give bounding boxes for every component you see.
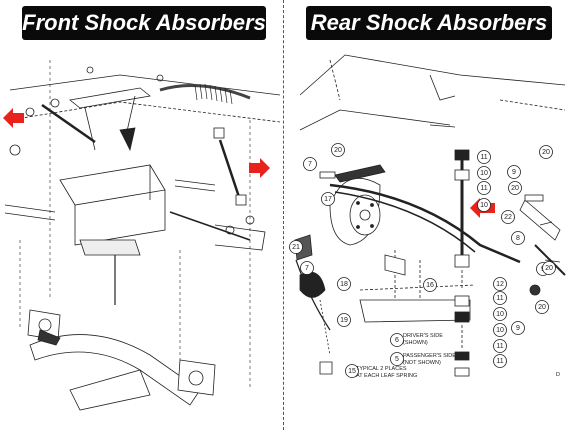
callout-16: 16: [423, 278, 437, 292]
drivers-side-note-sub: (SHOWN): [403, 340, 428, 346]
callout-label: 11: [480, 185, 487, 192]
callout-10: 10: [477, 198, 491, 212]
red-arrow-icon: [3, 108, 24, 128]
callout-21: 21: [289, 240, 303, 254]
callout-11: 11: [493, 339, 507, 353]
callout-15: 15: [345, 364, 359, 378]
callout-label: 11: [496, 343, 503, 350]
callout-label: 15: [348, 368, 356, 375]
callout-label: 11: [480, 154, 487, 161]
edge-label: D: [556, 372, 560, 378]
callout-label: 10: [496, 311, 504, 318]
callout-12: 12: [493, 277, 507, 291]
callout-label: 20: [545, 265, 553, 272]
callout-label: 19: [340, 317, 348, 324]
callout-5: 5: [390, 352, 404, 366]
callout-9: 9: [507, 165, 521, 179]
callout-label: 6: [395, 337, 399, 344]
panel-divider: [283, 0, 284, 430]
callout-6: 6: [390, 333, 404, 347]
callout-label: 11: [496, 358, 503, 365]
callout-label: 20: [334, 147, 342, 154]
callout-7: 7: [303, 157, 317, 171]
callout-label: 16: [426, 282, 434, 289]
callout-10: 10: [493, 307, 507, 321]
callout-10: 10: [477, 166, 491, 180]
callout-20: 20: [539, 145, 553, 159]
callout-10: 10: [493, 323, 507, 337]
callout-label: 11: [496, 295, 503, 302]
rear-callouts: 20 7 11 10 9 17 20 22 8 21 16 12 11 18 19 6 10 5 11 15 10 9 20…: [289, 143, 556, 378]
front-suspension-drawing: [4, 60, 281, 411]
callout-label: 5: [395, 356, 399, 363]
passengers-side-note-sub: (NOT SHOWN): [403, 360, 441, 366]
callout-label: 10: [480, 170, 488, 177]
callout-20: 20: [542, 261, 556, 275]
callout-label: 8: [516, 235, 520, 242]
callout-11: 11: [493, 291, 507, 305]
callout-label: 7: [308, 161, 312, 168]
front-panel-title: Front Shock Absorbers: [22, 6, 266, 40]
callout-label: 7: [305, 265, 309, 272]
drivers-side-note: DRIVER'S SIDE: [403, 333, 443, 339]
red-arrow-icon: [249, 158, 270, 178]
callout-label: 12: [496, 281, 504, 288]
callout-label: 22: [504, 214, 512, 221]
rear-panel-title: Rear Shock Absorbers: [306, 6, 552, 40]
callout-22: 22: [501, 210, 515, 224]
callout-20: 20: [331, 143, 345, 157]
callout-11: 11: [477, 181, 491, 195]
callout-20: 20: [508, 181, 522, 195]
callout-label: 20: [511, 185, 519, 192]
callout-label: 9: [512, 169, 516, 176]
front-shock-arrows: [3, 108, 270, 178]
callout-label: 17: [324, 196, 332, 203]
callout-label: 20: [538, 304, 546, 311]
callout-label: 10: [480, 202, 488, 209]
callout-9: 9: [511, 321, 525, 335]
callout-label: 20: [542, 149, 550, 156]
passengers-side-note: PASSENGER'S SIDE: [403, 353, 456, 359]
callout-label: 10: [496, 327, 504, 334]
callout-18: 18: [337, 277, 351, 291]
typical-note: TYPICAL 2 PLACES: [356, 366, 407, 372]
rear-suspension-drawing: [294, 54, 566, 377]
callout-20: 20: [535, 300, 549, 314]
callout-7: 7: [300, 261, 314, 275]
callout-17: 17: [321, 192, 335, 206]
callout-11: 11: [477, 150, 491, 164]
callout-label: 18: [340, 281, 348, 288]
callout-19: 19: [337, 313, 351, 327]
callout-label: 9: [516, 325, 520, 332]
rear-notes: DRIVER'S SIDE (SHOWN) PASSENGER'S SIDE (…: [356, 333, 560, 379]
typical-note-sub: AT EACH LEAF SPRING: [356, 373, 417, 379]
callout-8: 8: [511, 231, 525, 245]
callout-11: 11: [493, 354, 507, 368]
callout-label: 21: [292, 244, 300, 251]
